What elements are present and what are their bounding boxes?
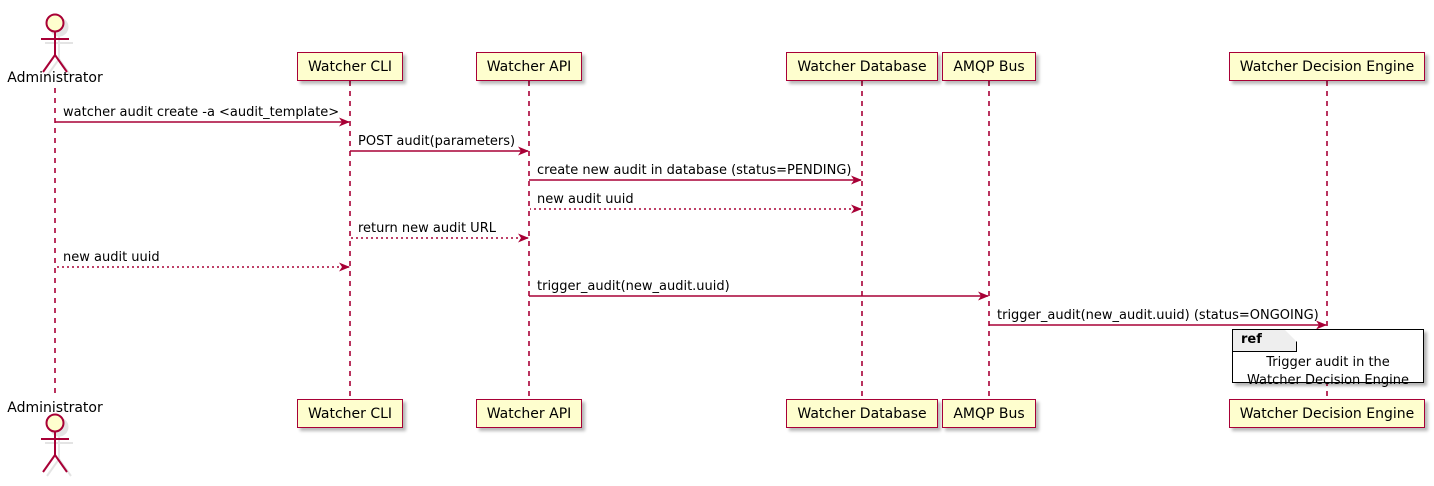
- participant-box-watcher-api-top[interactable]: Watcher API: [475, 52, 583, 81]
- participant-label-watcher-api: Watcher API: [486, 58, 572, 75]
- ref-fragment-line-1: Trigger audit in the: [1266, 355, 1390, 370]
- message-label-7: trigger_audit(new_audit.uuid): [537, 279, 730, 294]
- participant-label-watcher-database: Watcher Database: [797, 58, 927, 75]
- actor-figures-group: [41, 13, 73, 477]
- participant-label-watcher-decision-engine: Watcher Decision Engine: [1239, 58, 1415, 75]
- message-label-4: new audit uuid: [537, 192, 634, 207]
- actor-figure-administrator-top: [41, 13, 73, 77]
- actor-label-administrator-top: Administrator: [7, 70, 103, 86]
- participant-label-watcher-database: Watcher Database: [797, 405, 927, 422]
- message-label-5: return new audit URL: [358, 221, 496, 236]
- participant-label-watcher-decision-engine: Watcher Decision Engine: [1239, 405, 1415, 422]
- participant-label-watcher-cli: Watcher CLI: [307, 405, 393, 422]
- participant-label-watcher-cli: Watcher CLI: [307, 58, 393, 75]
- participant-box-amqp-bus-top[interactable]: AMQP Bus: [942, 52, 1036, 81]
- participant-label-amqp-bus: AMQP Bus: [953, 58, 1025, 75]
- participant-box-watcher-decision-engine-bottom[interactable]: Watcher Decision Engine: [1228, 399, 1426, 428]
- ref-fragment-line-2: Watcher Decision Engine: [1247, 372, 1409, 388]
- participant-box-watcher-database-top[interactable]: Watcher Database: [786, 52, 938, 81]
- message-label-2: POST audit(parameters): [358, 134, 516, 149]
- actor-figure-administrator-bottom: [41, 413, 73, 477]
- message-label-3: create new audit in database (status=PEN…: [537, 163, 852, 178]
- participant-label-watcher-api: Watcher API: [486, 405, 572, 422]
- participant-box-watcher-cli-bottom[interactable]: Watcher CLI: [296, 399, 404, 428]
- message-label-8: trigger_audit(new_audit.uuid) (status=ON…: [997, 308, 1319, 323]
- message-arrows-group: [55, 117, 1327, 330]
- participant-box-watcher-decision-engine-top[interactable]: Watcher Decision Engine: [1228, 52, 1426, 81]
- participant-label-amqp-bus: AMQP Bus: [953, 405, 1025, 422]
- participant-box-watcher-cli-top[interactable]: Watcher CLI: [296, 52, 404, 81]
- participant-box-amqp-bus-bottom[interactable]: AMQP Bus: [942, 399, 1036, 428]
- participant-box-watcher-database-bottom[interactable]: Watcher Database: [786, 399, 938, 428]
- message-label-1: watcher audit create -a <audit_template>: [63, 105, 340, 120]
- message-label-6: new audit uuid: [63, 250, 160, 265]
- actor-label-administrator-bottom: Administrator: [7, 400, 103, 416]
- lifelines-group: [54, 81, 1328, 399]
- ref-fragment-operator-label: ref: [1241, 332, 1262, 347]
- participant-box-watcher-api-bottom[interactable]: Watcher API: [475, 399, 583, 428]
